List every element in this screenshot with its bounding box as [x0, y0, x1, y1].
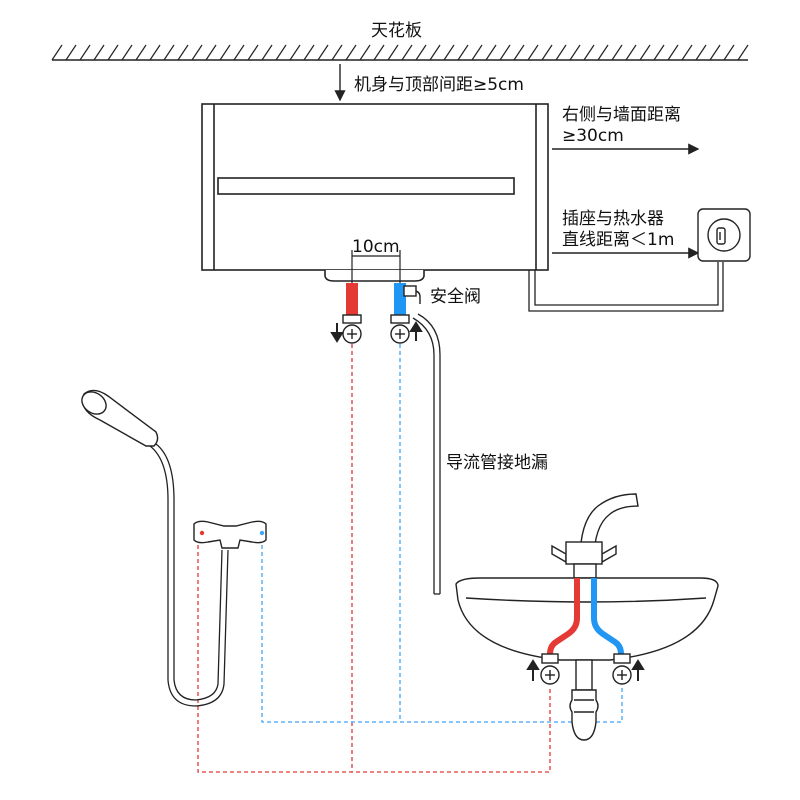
- valve-icon: [612, 665, 632, 685]
- water-heater: [201, 103, 549, 282]
- socket-icon: [697, 208, 751, 262]
- heater-display-strip: [217, 177, 515, 195]
- basin-hot-valve: [540, 653, 560, 685]
- up-arrow-icon: [409, 321, 423, 341]
- ceiling-hatch: [51, 44, 749, 61]
- safety-valve-label: 安全阀: [430, 287, 481, 307]
- up-arrow-icon: [631, 659, 645, 681]
- shower-hose: [149, 443, 229, 707]
- drain-tube: [412, 313, 441, 595]
- right-clearance-label-line1: 右侧与墙面距离: [562, 105, 681, 125]
- heater-hot-outlet: [342, 283, 362, 344]
- power-cord: [528, 262, 724, 312]
- heater-cold-inlet: [390, 283, 410, 344]
- shower-mixer: [193, 520, 267, 549]
- valve-icon: [540, 665, 560, 685]
- basin-faucet: [551, 493, 639, 579]
- hot-water-dashed-pipe: [197, 344, 551, 773]
- cold-water-dashed-pipe: [261, 344, 623, 723]
- heater-bottom-base: [324, 270, 425, 282]
- valve-icon: [342, 324, 362, 344]
- basin-cold-pipe: [591, 578, 624, 655]
- socket-distance-label-line2: 直线距离＜1m: [562, 230, 675, 250]
- drain-pipe-label: 导流管接地漏: [446, 453, 548, 473]
- valve-icon: [390, 324, 410, 344]
- ceiling-label: 天花板: [371, 21, 422, 41]
- basin-hot-pipe: [547, 578, 580, 655]
- wash-basin: [455, 577, 719, 661]
- top-clearance-label: 机身与顶部间距≥5cm: [354, 75, 524, 95]
- safety-valve: [403, 285, 421, 304]
- basin-drain-trap: [569, 659, 599, 741]
- socket-distance-label-line1: 插座与热水器: [562, 209, 664, 229]
- right-clearance-label-line2: ≥30cm: [562, 126, 624, 146]
- shower-head: [81, 389, 159, 447]
- down-arrow-icon: [330, 323, 344, 343]
- up-arrow-icon: [526, 659, 540, 681]
- ceiling: [51, 44, 749, 61]
- inlet-spacing-label: 10cm: [352, 237, 400, 257]
- inlet-spacing-dimension: [351, 250, 401, 285]
- basin-cold-valve: [612, 653, 632, 685]
